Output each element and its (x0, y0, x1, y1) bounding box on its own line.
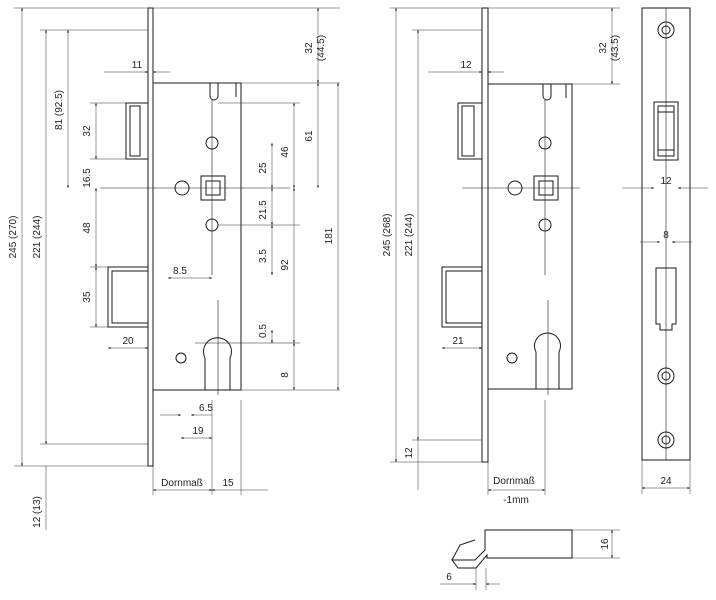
latch-detail-view: 16 6 (440, 529, 620, 590)
dim-backset-note: -1mm (503, 495, 529, 506)
dim-follower-to-top: 81 (92.5) (54, 90, 65, 130)
cylinder-cutout (534, 332, 561, 389)
dim-centre-distance: 92 (280, 259, 291, 271)
dim-latch-height: 16 (600, 538, 611, 550)
dim-bottom-offset: 12 (404, 447, 415, 459)
case-notch (209, 83, 219, 101)
dim-bolt-throw: 20 (122, 336, 134, 347)
dim-latch-height: 32 (82, 125, 93, 137)
dim-latch-lip: 6 (446, 572, 452, 583)
dim-bolt-height: 35 (82, 291, 93, 303)
faceplate (147, 7, 154, 467)
middle-lock-view: 245 (268) 221 (244) 12 32 (43.5) 12 21 D… (382, 7, 621, 506)
dim-follower-offset: 16.5 (82, 168, 93, 188)
dim-body-height: 221 (244) (32, 216, 43, 259)
cylinder-fix-hole (175, 352, 187, 364)
dim-cyl-gap: 6.5 (199, 403, 213, 414)
dim-top-to-follower: 61 (304, 130, 315, 142)
dim-cylinder-bottom: 8 (280, 372, 291, 378)
latch-bolt (457, 102, 483, 160)
deadbolt (107, 266, 149, 328)
dim-secondary-offset: 3.5 (258, 249, 269, 263)
dim-body-height: 221 (244) (404, 214, 415, 257)
dim-total-height: 245 (268) (382, 214, 393, 257)
bolt-slot (655, 267, 677, 331)
faceplate-view: 12 8 24 (622, 7, 708, 494)
dim-spindle-dist: 25 (258, 162, 269, 174)
dim-top-offset: 32 (598, 42, 609, 54)
dim-overall-181: 181 (324, 227, 335, 244)
screw-hole (657, 431, 675, 449)
screw-hole (657, 367, 675, 385)
dim-backset-label: Dornmaß (161, 478, 203, 489)
dim-top-offset: 32 (304, 42, 315, 54)
dim-slot-width: 8 (663, 230, 669, 241)
dim-top-offset-alt: (43.5) (610, 35, 621, 61)
left-lock-view: 245 (270) 221 (244) 81 (92.5) 32 16.5 48… (8, 7, 340, 530)
dim-cyl-width: 19 (192, 426, 204, 437)
dim-lever-offset: 8.5 (173, 266, 187, 277)
dim-bolt-throw: 21 (452, 336, 464, 347)
cylinder-fix-hole (506, 352, 518, 364)
dim-plate-width: 24 (660, 476, 672, 487)
latch-profile (451, 529, 573, 569)
latch-bolt (125, 102, 149, 160)
dim-backset-label: Dornmaß (493, 476, 535, 487)
deadbolt (441, 266, 483, 328)
dim-follower-pitch: 46 (280, 146, 291, 158)
dim-latch-to-bolt: 48 (82, 222, 93, 234)
dim-secondary-gap: 21.5 (258, 200, 269, 220)
lock-case (487, 83, 573, 390)
dim-latch-width: 12 (660, 176, 672, 187)
dim-latch-width: 12 (460, 60, 472, 71)
cylinder-cutout (203, 337, 232, 390)
dim-faceplate-15: 15 (222, 478, 234, 489)
dim-top-offset-alt: (44.5) (316, 35, 327, 61)
screw-hole (657, 21, 675, 39)
lock-case (152, 82, 242, 391)
dim-latch-width: 11 (132, 60, 143, 71)
dim-bottom-offset: 12 (13) (32, 496, 43, 528)
dim-cylinder-offset: 0.5 (258, 324, 269, 338)
latch-opening (653, 101, 679, 161)
case-notch (542, 84, 552, 101)
dim-total-height: 245 (270) (8, 216, 19, 259)
faceplate (481, 7, 489, 463)
